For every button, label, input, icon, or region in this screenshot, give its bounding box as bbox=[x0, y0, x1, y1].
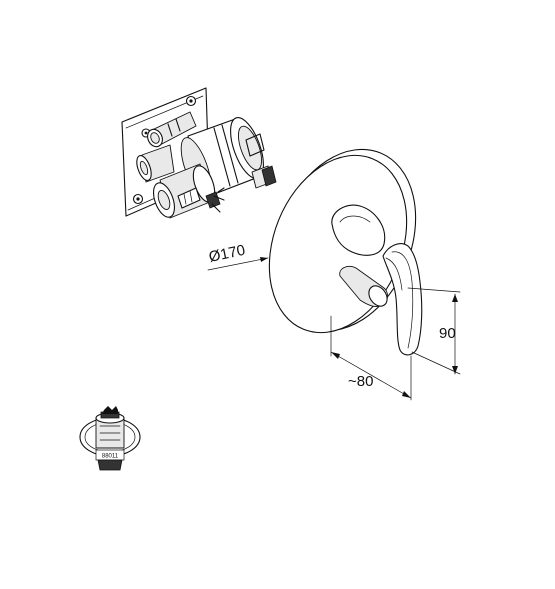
diameter-label: Ø170 bbox=[207, 242, 246, 266]
dimension-lines bbox=[207, 257, 461, 401]
mixer-lever bbox=[382, 243, 423, 356]
height-label: 90 bbox=[439, 325, 456, 342]
part-number-label: 88011 bbox=[102, 454, 119, 460]
depth-label: ~80 bbox=[348, 373, 373, 390]
cover-rosette bbox=[268, 148, 423, 356]
accessory-cartridge bbox=[79, 406, 141, 471]
concealed-valve-body bbox=[121, 87, 277, 219]
